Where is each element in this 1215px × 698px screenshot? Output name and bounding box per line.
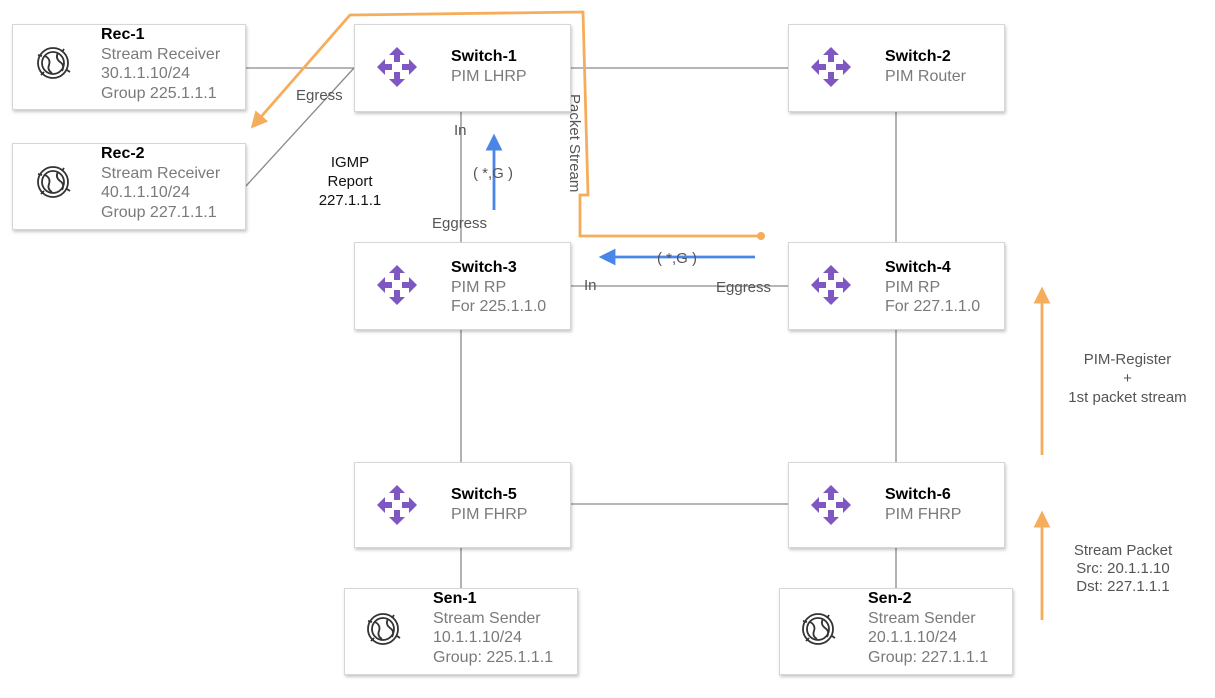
sen-1-ip: 10.1.1.10/24: [433, 629, 522, 646]
switch-1-node[interactable]: Switch-1 PIM LHRP: [354, 24, 571, 112]
igmp-report-line-1: IGMP: [330, 154, 370, 171]
egress-label-switch1: Egress: [296, 87, 343, 104]
rec-1-group: Group 225.1.1.1: [101, 84, 217, 102]
switch-5-name: Switch-5: [451, 486, 517, 503]
igmp-report-line-3: 227.1.1.1: [318, 192, 382, 209]
eggress-label-switch3: Eggress: [432, 215, 488, 232]
switch-1-name: Switch-1: [451, 48, 517, 65]
switch-5-role: PIM FHRP: [451, 505, 528, 523]
globe-host-icon: [802, 613, 836, 645]
globe-host-icon: [37, 47, 71, 79]
pim-register-label: PIM-Register + 1st packet stream: [1055, 350, 1200, 407]
in-label-switch3: In: [584, 277, 597, 294]
stream-packet-label: Stream Packet Src: 20.1.1.10 Dst: 227.1.…: [1058, 542, 1188, 596]
switch-2-name: Switch-2: [885, 48, 951, 65]
stream-packet-line-2: Src: 20.1.1.10: [1076, 560, 1170, 577]
stream-packet-line-1: Stream Packet: [1073, 542, 1173, 559]
rec-2-role: Stream Receiver: [101, 164, 221, 182]
switch-arrows-icon: [377, 485, 417, 525]
rec-2-name: Rec-2: [101, 145, 145, 162]
sender-sen-1[interactable]: Sen-1 Stream Sender 10.1.1.10/24 Group: …: [344, 588, 578, 675]
sen-2-name: Sen-2: [868, 590, 912, 607]
switch-4-name: Switch-4: [885, 259, 951, 276]
sen-2-group: Group: 227.1.1.1: [868, 648, 989, 666]
switch-4-node[interactable]: Switch-4 PIM RP For 227.1.1.0: [788, 242, 1005, 330]
switch-4-role: PIM RP: [885, 278, 941, 296]
rec-1-role: Stream Receiver: [101, 45, 221, 63]
switch-6-name: Switch-6: [885, 486, 951, 503]
star-g-vertical-label: ( *,G ): [473, 165, 513, 182]
packet-stream-label: Packet Stream: [566, 94, 583, 192]
packet-stream-origin-dot: [757, 232, 765, 240]
star-g-horizontal-label: ( *,G ): [657, 250, 697, 267]
switch-2-role: PIM Router: [885, 67, 966, 85]
switch-arrows-icon: [811, 265, 851, 305]
switch-2-node[interactable]: Switch-2 PIM Router: [788, 24, 1005, 112]
pim-register-line-3: 1st packet stream: [1068, 389, 1187, 406]
sen-1-group: Group: 225.1.1.1: [433, 648, 554, 666]
switch-3-node[interactable]: Switch-3 PIM RP For 225.1.1.0: [354, 242, 571, 330]
in-label-switch1: In: [454, 122, 467, 139]
rec-1-ip: 30.1.1.10/24: [101, 65, 190, 82]
sen-2-ip: 20.1.1.10/24: [868, 629, 957, 646]
receiver-rec-1[interactable]: Rec-1 Stream Receiver 30.1.1.10/24 Group…: [12, 24, 246, 110]
globe-host-icon: [37, 166, 71, 198]
rec-2-ip: 40.1.1.10/24: [101, 184, 190, 201]
sen-2-role: Stream Sender: [868, 609, 976, 627]
sen-1-role: Stream Sender: [433, 609, 541, 627]
sen-1-name: Sen-1: [433, 590, 477, 607]
switch-arrows-icon: [811, 47, 851, 87]
switch-4-extra: For 227.1.1.0: [885, 298, 981, 315]
link-rec2-switch1: [245, 67, 355, 187]
globe-host-icon: [367, 613, 401, 645]
switch-6-node[interactable]: Switch-6 PIM FHRP: [788, 462, 1005, 548]
switch-arrows-icon: [811, 485, 851, 525]
sender-sen-2[interactable]: Sen-2 Stream Sender 20.1.1.10/24 Group: …: [779, 588, 1013, 675]
switch-3-extra: For 225.1.1.0: [451, 298, 547, 315]
rec-1-name: Rec-1: [101, 26, 145, 43]
switch-5-node[interactable]: Switch-5 PIM FHRP: [354, 462, 571, 548]
igmp-report-label: IGMP Report 227.1.1.1: [310, 153, 390, 210]
switch-arrows-icon: [377, 47, 417, 87]
switch-1-role: PIM LHRP: [451, 67, 527, 85]
igmp-report-line-2: Report: [327, 173, 373, 190]
stream-packet-line-3: Dst: 227.1.1.1: [1076, 578, 1170, 595]
pim-register-line-1: PIM-Register: [1083, 351, 1172, 368]
rec-2-group: Group 227.1.1.1: [101, 203, 217, 221]
switch-arrows-icon: [377, 265, 417, 305]
switch-3-role: PIM RP: [451, 278, 507, 296]
receiver-rec-2[interactable]: Rec-2 Stream Receiver 40.1.1.10/24 Group…: [12, 143, 246, 230]
switch-6-role: PIM FHRP: [885, 505, 962, 523]
eggress-label-switch4: Eggress: [716, 279, 772, 296]
pim-register-line-2: +: [1123, 370, 1132, 387]
packet-stream-path: [250, 10, 761, 238]
switch-3-name: Switch-3: [451, 259, 517, 276]
